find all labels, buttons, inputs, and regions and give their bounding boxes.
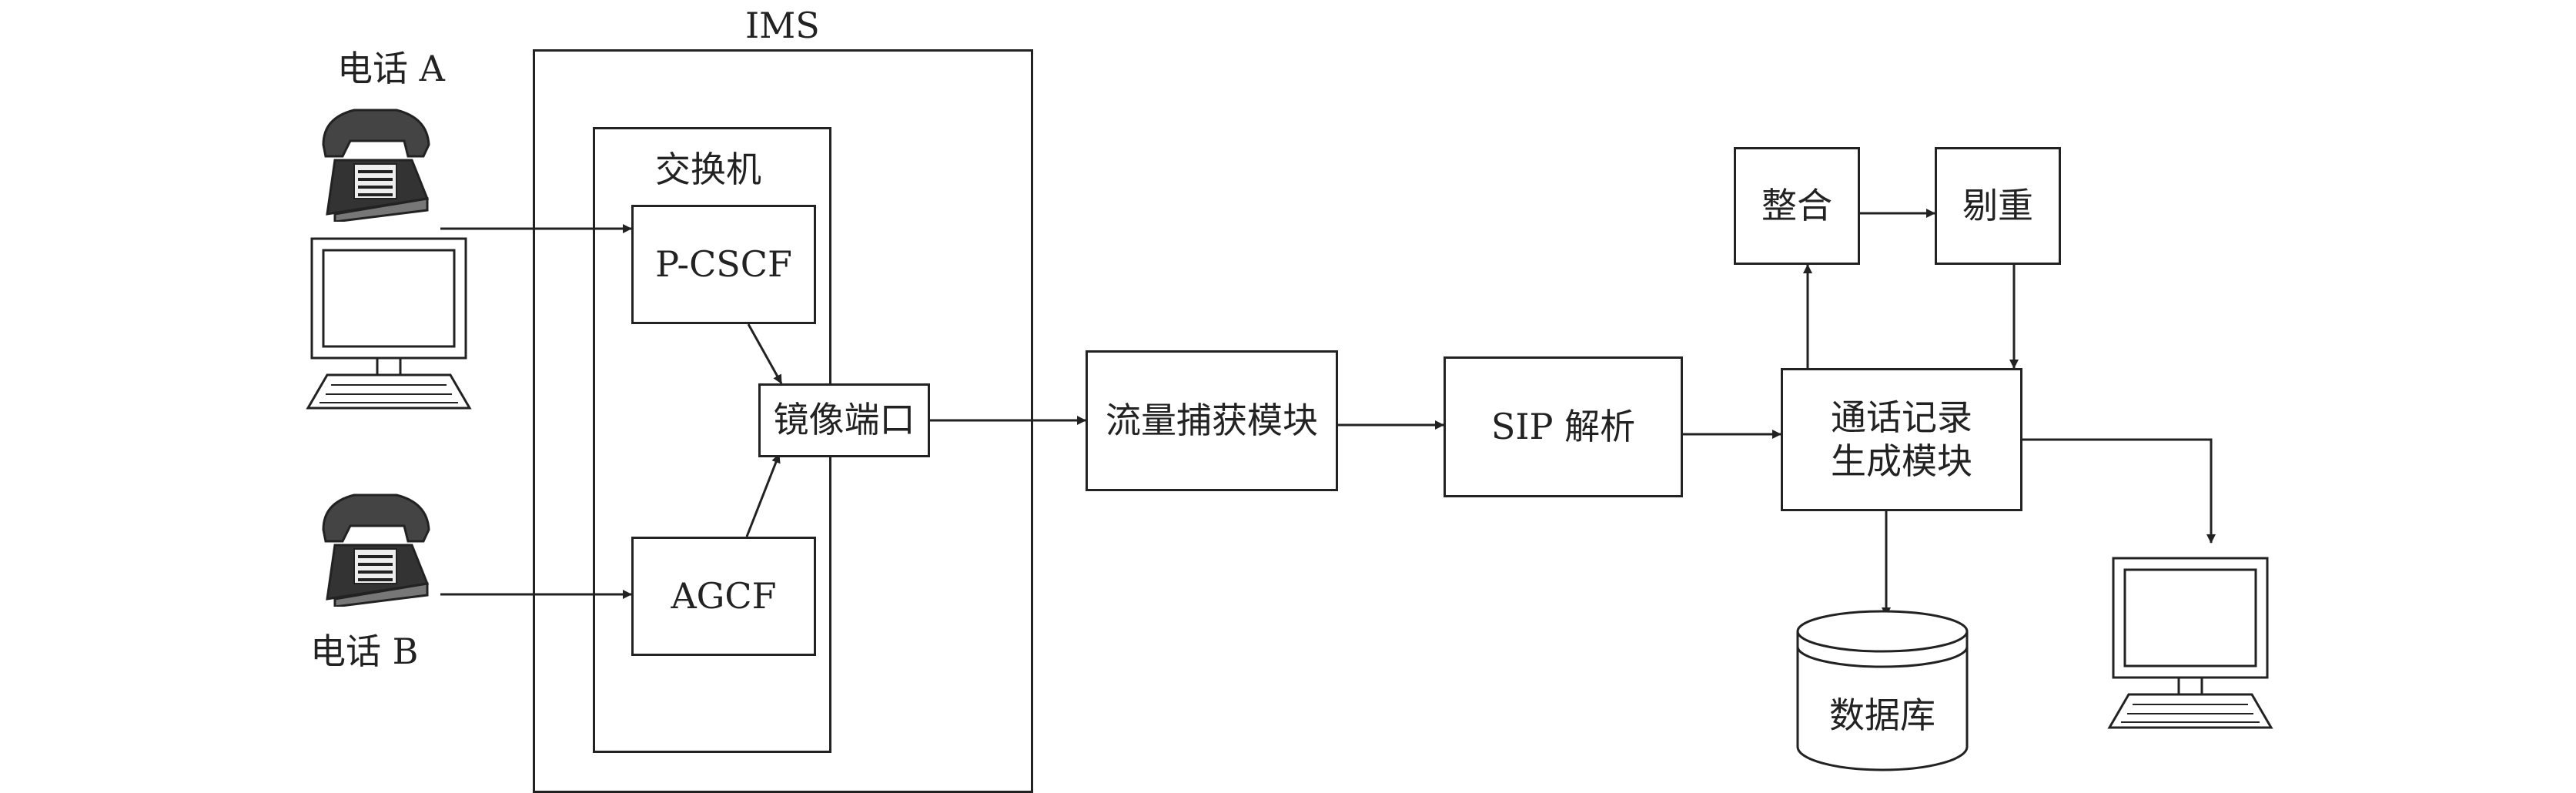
database-cylinder-icon [1796, 610, 1969, 771]
phone-a-label: 电话 A [337, 48, 445, 89]
telephone-icon [322, 109, 430, 222]
call-record-box: 通话记录 生成模块 [1781, 368, 2022, 511]
arrow-pcscf-to-mirror [747, 323, 783, 384]
pcscf-box: P-CSCF [631, 205, 816, 324]
ims-frame [533, 49, 1033, 793]
computer-icon [2107, 557, 2273, 729]
phone-b-label: 电话 B [310, 631, 419, 672]
arrow-agcf-to-mirror [745, 453, 781, 537]
merge-box: 整合 [1734, 147, 1860, 265]
arrow-record-to-computer [2022, 438, 2216, 544]
dedup-box: 剔重 [1935, 147, 2061, 265]
computer-icon [306, 237, 472, 410]
agcf-box: AGCF [631, 537, 816, 656]
traffic-capture-box: 流量捕获模块 [1086, 350, 1338, 491]
ims-label: IMS [745, 5, 820, 46]
database-label: 数据库 [1829, 694, 1935, 736]
mirror-port-box: 镜像端口 [758, 383, 930, 457]
sip-parse-box: SIP 解析 [1444, 356, 1683, 497]
telephone-icon [322, 494, 430, 607]
switch-label: 交换机 [655, 149, 761, 190]
